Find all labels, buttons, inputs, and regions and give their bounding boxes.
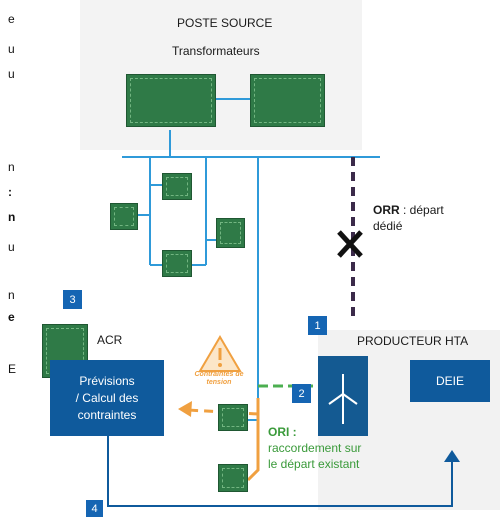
ori-label-line1: raccordement sur bbox=[268, 441, 362, 455]
left-fragment: u bbox=[8, 67, 15, 81]
step-badge-2: 2 bbox=[292, 384, 311, 403]
ori-label-line2: le départ existant bbox=[268, 457, 360, 471]
left-fragment: n bbox=[8, 210, 16, 224]
producteur-label: PRODUCTEUR HTA bbox=[357, 334, 469, 348]
orr-label-text: : départ bbox=[399, 203, 444, 217]
deie-box: DEIE bbox=[410, 360, 490, 402]
left-fragment: e bbox=[8, 12, 15, 26]
previsions-line2: / Calcul des bbox=[75, 390, 139, 405]
step-badge-3: 3 bbox=[63, 290, 82, 309]
previsions-line1: Prévisions bbox=[79, 373, 135, 388]
left-fragment: u bbox=[8, 240, 15, 254]
substation-equipment-icon bbox=[162, 173, 192, 200]
left-fragment: E bbox=[8, 362, 17, 376]
left-fragment: e bbox=[8, 310, 15, 324]
ori-equipment-icon bbox=[218, 404, 248, 431]
substation-equipment-icon bbox=[162, 250, 192, 277]
orr-label-text2: dédié bbox=[373, 219, 403, 233]
poste-source-title: POSTE SOURCE bbox=[177, 16, 273, 30]
left-fragment: n bbox=[8, 288, 15, 302]
contraintes-label: Contraintes de tension bbox=[186, 371, 252, 387]
ori-label-bold: ORI : bbox=[268, 425, 297, 439]
previsions-line3: contraintes bbox=[77, 407, 137, 422]
previsions-box: Prévisions / Calcul des contraintes bbox=[50, 360, 164, 436]
warning-icon bbox=[198, 335, 242, 372]
contraintes-line2: tension bbox=[206, 379, 232, 386]
left-fragment: n bbox=[8, 160, 15, 174]
contraintes-line1: Contraintes de bbox=[194, 371, 244, 378]
step-badge-1: 1 bbox=[308, 316, 327, 335]
step-badge-4: 4 bbox=[86, 500, 103, 517]
communication-loop bbox=[107, 436, 453, 507]
orr-label-bold: ORR bbox=[373, 203, 400, 217]
acr-label: ACR bbox=[97, 333, 123, 347]
poste-source-subtitle: Transformateurs bbox=[172, 44, 260, 58]
substation-equipment-icon bbox=[110, 203, 138, 230]
transformer-icon bbox=[126, 74, 216, 127]
substation-equipment-icon bbox=[216, 218, 245, 248]
orr-label: ORR : départ dédié bbox=[373, 202, 444, 234]
cross-icon bbox=[337, 230, 363, 258]
ori-equipment-icon bbox=[218, 464, 248, 492]
transformer-icon bbox=[250, 74, 325, 127]
left-fragment: : bbox=[8, 185, 12, 199]
left-fragment: u bbox=[8, 42, 15, 56]
wind-turbine-icon bbox=[328, 374, 358, 424]
ori-label: ORI : raccordement sur le départ existan… bbox=[268, 424, 361, 472]
wind-turbine-box bbox=[318, 356, 368, 436]
